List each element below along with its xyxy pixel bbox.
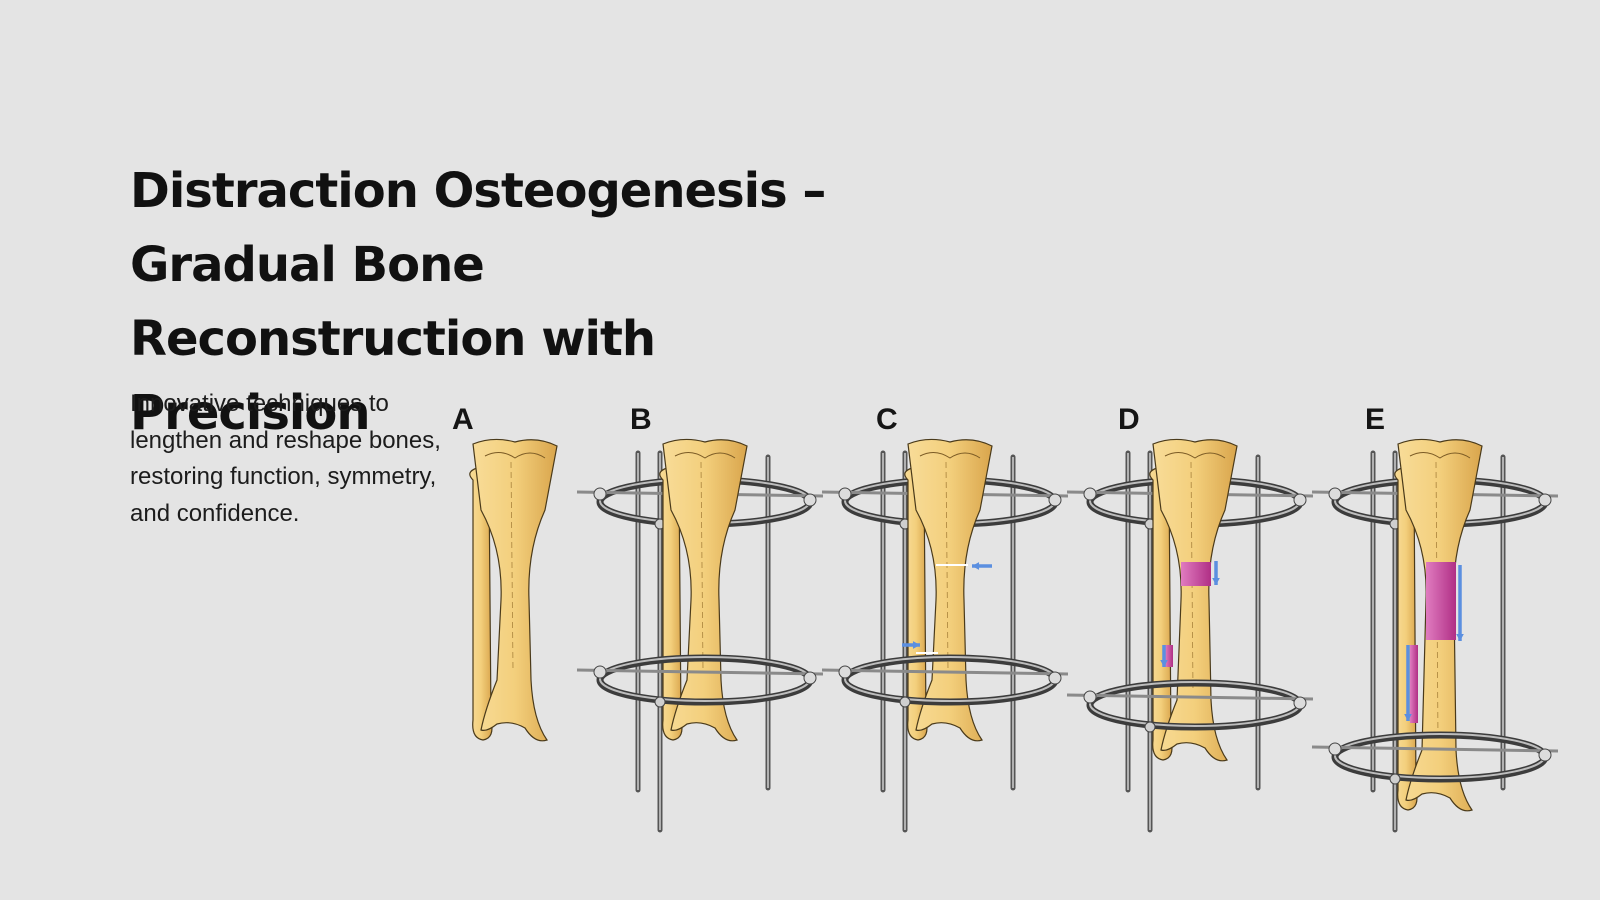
- regenerate-fibula: [1410, 645, 1418, 723]
- distraction-arrow-head: [1456, 633, 1464, 641]
- panel-e: [1311, 438, 1559, 833]
- slide-title: Distraction Osteogenesis – Gradual Bone …: [130, 163, 826, 441]
- wire-clamp: [803, 671, 817, 685]
- transfixion-wire: [576, 668, 824, 676]
- distraction-arrow-head: [912, 641, 920, 649]
- bone-detail-line: [700, 461, 704, 671]
- distraction-arrow-head: [1212, 577, 1220, 585]
- wire-clamp: [1538, 748, 1552, 762]
- wire-clamp: [838, 487, 852, 501]
- panel-b: [576, 438, 824, 833]
- panel-a: [469, 438, 558, 742]
- panel-label-a: A: [452, 403, 474, 436]
- transfixion-wire: [1066, 693, 1314, 701]
- rod-nut: [654, 696, 666, 708]
- slide-subtitle: Innovative techniques to lengthen and re…: [130, 390, 441, 527]
- panel-label-c: C: [876, 403, 898, 436]
- transfixion-wire: [1311, 745, 1559, 753]
- regenerate-tibia: [1181, 562, 1211, 586]
- wire-clamp: [1293, 696, 1307, 710]
- bone-detail-line: [1409, 452, 1471, 459]
- wire-clamp: [1083, 690, 1097, 704]
- bone-detail-line: [510, 461, 514, 671]
- wire-clamp: [1048, 493, 1062, 507]
- regenerate-fibula: [1165, 645, 1173, 667]
- wire-clamp: [1538, 493, 1552, 507]
- wire-clamp: [1048, 671, 1062, 685]
- bone-detail-line: [919, 452, 981, 459]
- rod-nut: [899, 696, 911, 708]
- tibia-bone: [662, 438, 748, 742]
- wire-clamp: [838, 665, 852, 679]
- panel-d: [1066, 438, 1314, 833]
- tibia-bone: [907, 438, 993, 742]
- bone-detail-line: [484, 452, 546, 459]
- wire-clamp: [1293, 493, 1307, 507]
- distraction-arrow-head: [972, 562, 980, 570]
- distraction-arrow-head: [1404, 713, 1412, 721]
- panel-label-b: B: [630, 403, 652, 436]
- bone-detail-line: [1435, 461, 1439, 741]
- rod-nut: [1144, 721, 1156, 733]
- distraction-osteogenesis-illustration: A B C D E: [452, 403, 1559, 833]
- distraction-arrow-head: [1160, 659, 1168, 667]
- panel-c: [821, 438, 1069, 833]
- tibia-bone: [1152, 438, 1238, 762]
- transfixion-wire: [821, 668, 1069, 676]
- panel-label-e: E: [1365, 403, 1385, 436]
- rod-nut: [1389, 773, 1401, 785]
- wire-clamp: [803, 493, 817, 507]
- bone-detail-line: [674, 452, 736, 459]
- wire-clamp: [593, 487, 607, 501]
- wire-clamp: [593, 665, 607, 679]
- wire-clamp: [1083, 487, 1097, 501]
- wire-clamp: [1328, 487, 1342, 501]
- regenerate-tibia: [1426, 562, 1456, 640]
- panel-label-d: D: [1118, 403, 1140, 436]
- wire-clamp: [1328, 742, 1342, 756]
- bone-detail-line: [1164, 452, 1226, 459]
- tibia-bone: [472, 438, 558, 742]
